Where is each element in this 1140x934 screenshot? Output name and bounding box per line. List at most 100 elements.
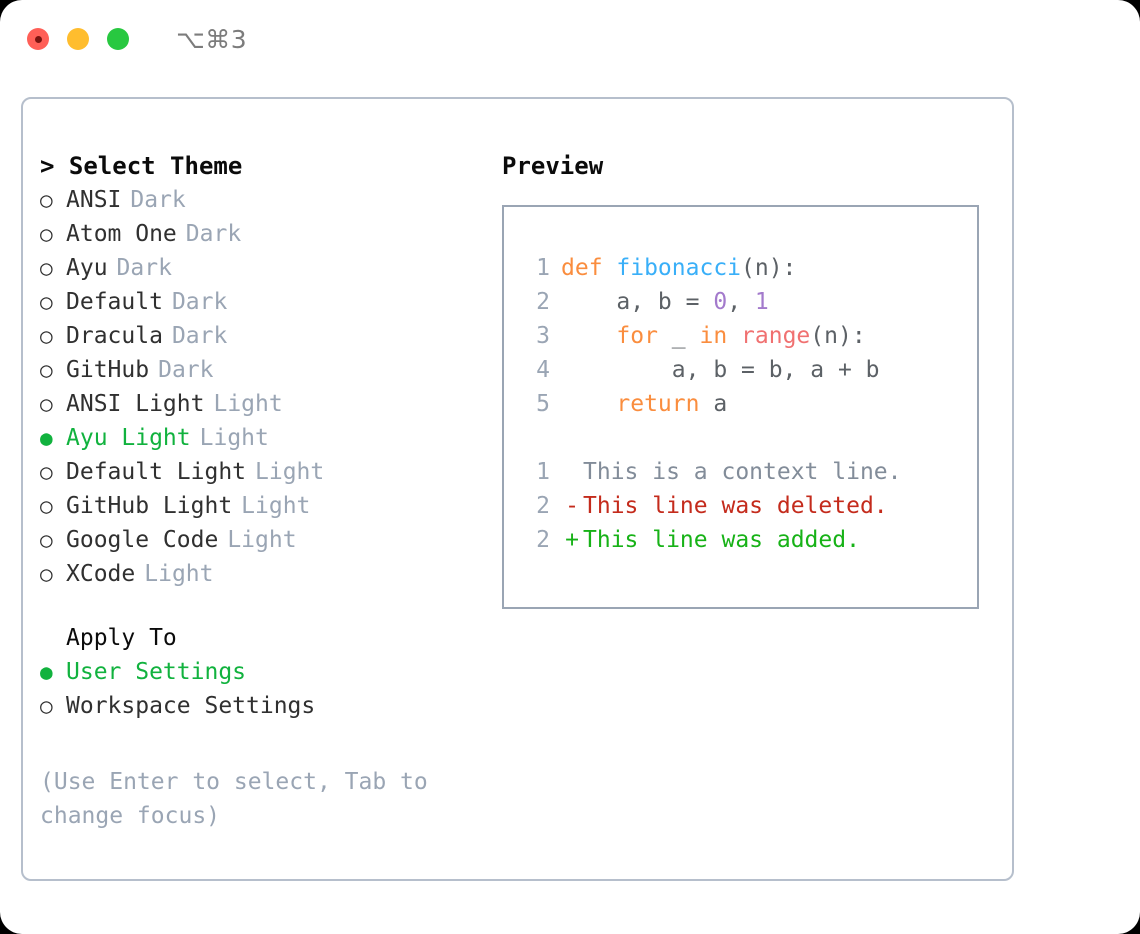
code-text: return a bbox=[561, 387, 727, 421]
token-kw: in bbox=[699, 323, 728, 349]
diff-line: 2-This line was deleted. bbox=[520, 489, 970, 523]
theme-kind-badge: Dark bbox=[116, 255, 172, 281]
line-number: 3 bbox=[536, 323, 550, 349]
theme-name: Default Light bbox=[66, 459, 247, 485]
theme-kind-badge: Dark bbox=[158, 357, 214, 383]
radio-unselected-icon: ○ bbox=[40, 494, 53, 518]
theme-name: XCode bbox=[66, 561, 136, 587]
diff-line: 2+This line was added. bbox=[520, 523, 970, 557]
radio-unselected-icon: ○ bbox=[40, 392, 53, 416]
theme-option-ansi[interactable]: ○ ANSI Dark bbox=[40, 183, 480, 217]
preview-column: Preview bbox=[502, 149, 992, 183]
token-pl: _ bbox=[657, 323, 700, 349]
radio-selected-icon: ● bbox=[40, 426, 53, 450]
diff-marker: - bbox=[565, 493, 579, 519]
close-button[interactable] bbox=[27, 28, 49, 50]
theme-name: Atom One bbox=[66, 221, 177, 247]
spacer bbox=[40, 591, 480, 621]
apply-to-label: User Settings bbox=[66, 659, 247, 685]
token-pl: (n): bbox=[810, 323, 866, 349]
token-pl: a bbox=[699, 391, 728, 417]
code-text: def fibonacci(n): bbox=[561, 251, 796, 285]
title-bar: ⌥⌘3 bbox=[0, 0, 1140, 78]
diff-text: This line was deleted. bbox=[583, 493, 888, 519]
theme-kind-badge: Light bbox=[213, 391, 283, 417]
maximize-button[interactable] bbox=[107, 28, 129, 50]
apply-to-list[interactable]: ● User Settings ○ Workspace Settings bbox=[40, 655, 480, 723]
radio-unselected-icon: ○ bbox=[40, 460, 53, 484]
apply-to-heading: Apply To bbox=[66, 625, 177, 651]
code-line: 1 def fibonacci(n): bbox=[520, 251, 970, 285]
spacer bbox=[40, 723, 480, 765]
theme-kind-badge: Dark bbox=[171, 289, 228, 315]
token-pl: , bbox=[727, 289, 755, 315]
preview-separator bbox=[520, 421, 970, 455]
token-pl: a, b = bbox=[561, 289, 714, 315]
theme-kind-badge: Light bbox=[241, 493, 311, 519]
line-number: 1 bbox=[536, 255, 550, 281]
token-pl bbox=[561, 391, 616, 417]
theme-kind-badge: Light bbox=[227, 527, 297, 553]
line-number: 2 bbox=[536, 493, 550, 519]
theme-option-github[interactable]: ○ GitHub Dark bbox=[40, 353, 480, 387]
apply-to-label: Workspace Settings bbox=[66, 693, 316, 719]
theme-option-ayu[interactable]: ○ Ayu Dark bbox=[40, 251, 480, 285]
apply-to-option-user-settings[interactable]: ● User Settings bbox=[40, 655, 480, 689]
token-pl: (n): bbox=[741, 255, 797, 281]
token-pl: a, b = b, a + b bbox=[561, 357, 880, 383]
theme-option-ansi-light[interactable]: ○ ANSI Light Light bbox=[40, 387, 480, 421]
line-number: 2 bbox=[536, 289, 550, 315]
radio-unselected-icon: ○ bbox=[40, 694, 53, 718]
code-line: 2 a, b = 0, 1 bbox=[520, 285, 970, 319]
theme-kind-badge: Light bbox=[144, 561, 214, 587]
token-num: 1 bbox=[754, 289, 769, 315]
theme-option-default-light[interactable]: ○ Default Light Light bbox=[40, 455, 480, 489]
code-text: a, b = 0, 1 bbox=[561, 285, 769, 319]
preview-heading: Preview bbox=[502, 152, 604, 180]
code-line: 3 for _ in range(n): bbox=[520, 319, 970, 353]
diff-text: This line was added. bbox=[583, 527, 860, 553]
code-line: 5 return a bbox=[520, 387, 970, 421]
line-number: 4 bbox=[536, 357, 550, 383]
hint-line-1: (Use Enter to select, Tab to bbox=[40, 769, 428, 795]
theme-name: ANSI bbox=[66, 187, 122, 213]
code-text: a, b = b, a + b bbox=[561, 353, 880, 387]
theme-name: GitHub bbox=[66, 357, 150, 383]
minimize-button[interactable] bbox=[67, 28, 89, 50]
radio-unselected-icon: ○ bbox=[40, 256, 53, 280]
radio-selected-icon: ● bbox=[40, 660, 53, 684]
radio-unselected-icon: ○ bbox=[40, 562, 53, 586]
theme-option-xcode[interactable]: ○ XCode Light bbox=[40, 557, 480, 591]
radio-unselected-icon: ○ bbox=[40, 324, 53, 348]
line-number: 5 bbox=[536, 391, 550, 417]
radio-unselected-icon: ○ bbox=[40, 188, 53, 212]
apply-to-option-workspace-settings[interactable]: ○ Workspace Settings bbox=[40, 689, 480, 723]
token-kw: for bbox=[616, 323, 658, 349]
token-pl bbox=[727, 323, 741, 349]
theme-name: Ayu bbox=[66, 255, 108, 281]
radio-unselected-icon: ○ bbox=[40, 290, 53, 314]
theme-name: Ayu Light bbox=[66, 425, 191, 451]
token-kw: return bbox=[616, 391, 700, 417]
theme-kind-badge: Light bbox=[255, 459, 325, 485]
token-fn: fibonacci bbox=[616, 255, 742, 281]
line-number: 1 bbox=[536, 459, 550, 485]
theme-name: Google Code bbox=[66, 527, 219, 553]
theme-kind-badge: Dark bbox=[130, 187, 186, 213]
code-line: 4 a, b = b, a + b bbox=[520, 353, 970, 387]
window-title: ⌥⌘3 bbox=[176, 24, 248, 54]
radio-unselected-icon: ○ bbox=[40, 358, 53, 382]
theme-name: ANSI Light bbox=[66, 391, 205, 417]
